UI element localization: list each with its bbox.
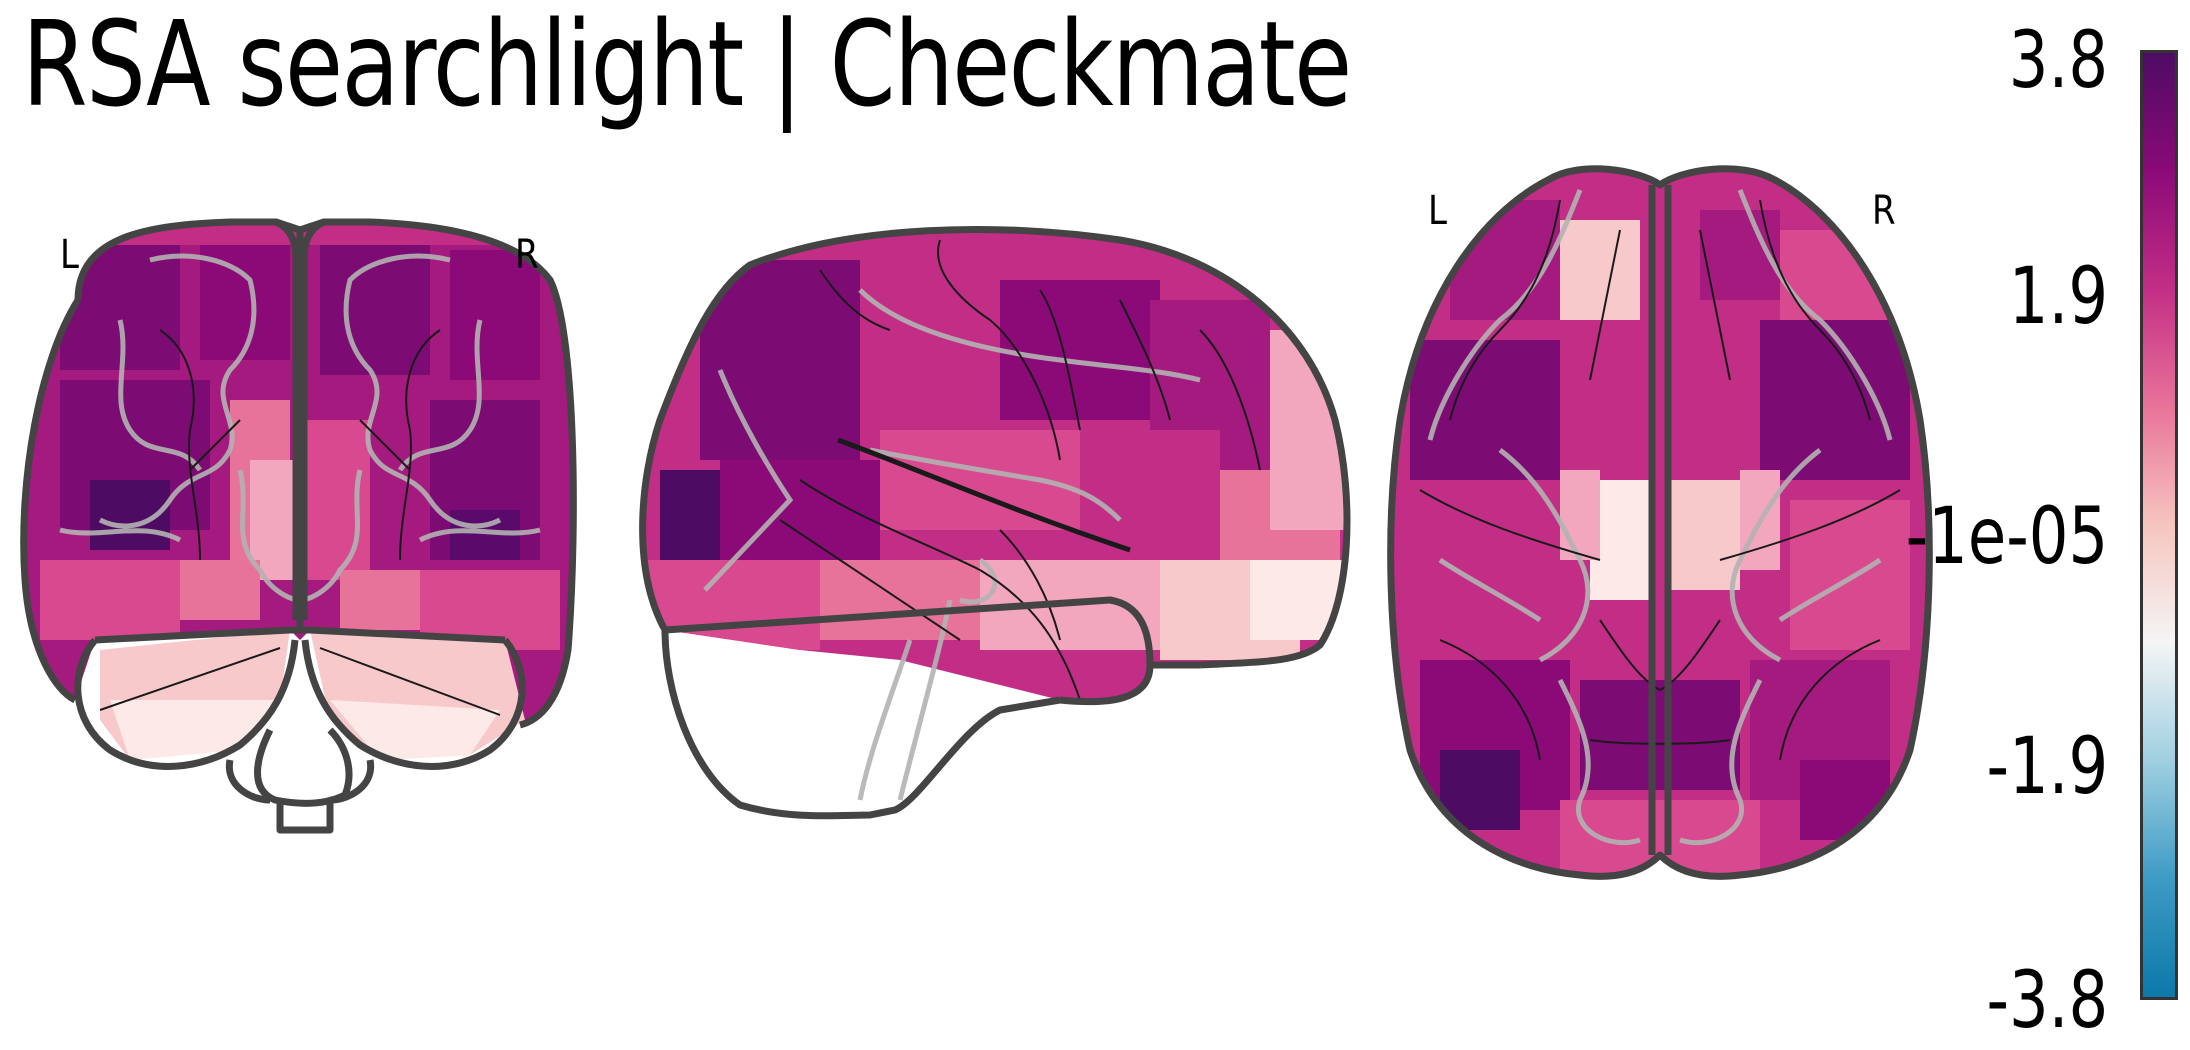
axial-left-label: L [1428, 188, 1447, 234]
figure-title: RSA searchlight | Checkmate [22, 0, 1352, 133]
coronal-view [20, 218, 577, 834]
sagittal-view [639, 226, 1351, 820]
axial-view [1387, 165, 1933, 880]
coronal-left-label: L [60, 232, 79, 278]
axial-right-label: R [1872, 188, 1896, 234]
colorbar-tick-upper: 1.9 [2008, 252, 2108, 342]
colorbar [2140, 50, 2178, 1000]
colorbar-tick-zero: -1e-05 [1905, 492, 2108, 582]
colorbar-tick-max: 3.8 [2008, 16, 2108, 106]
colorbar-tick-lower: -1.9 [1986, 722, 2108, 812]
colorbar-tick-min: -3.8 [1986, 956, 2108, 1046]
coronal-right-label: R [515, 232, 539, 278]
